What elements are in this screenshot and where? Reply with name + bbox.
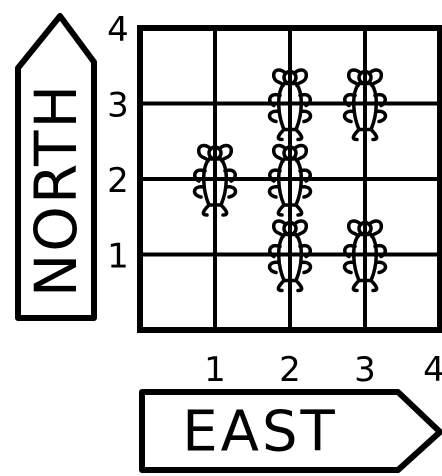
y-tick-label: 3 bbox=[107, 86, 129, 126]
north-label: NORTH bbox=[22, 83, 90, 297]
y-tick-label: 2 bbox=[107, 161, 129, 201]
x-tick-label: 1 bbox=[204, 350, 226, 390]
x-tick-label: 3 bbox=[354, 350, 376, 390]
x-axis-ticks: 1 2 3 4 bbox=[204, 350, 442, 390]
y-tick-label: 1 bbox=[107, 237, 129, 277]
x-tick-label: 4 bbox=[423, 350, 442, 390]
y-tick-label: 4 bbox=[107, 10, 129, 50]
north-sign: NORTH bbox=[18, 16, 94, 318]
east-sign: EAST bbox=[142, 392, 440, 470]
east-label: EAST bbox=[182, 400, 337, 465]
y-axis-ticks: 1 2 3 4 bbox=[107, 10, 129, 277]
x-tick-label: 2 bbox=[279, 350, 301, 390]
